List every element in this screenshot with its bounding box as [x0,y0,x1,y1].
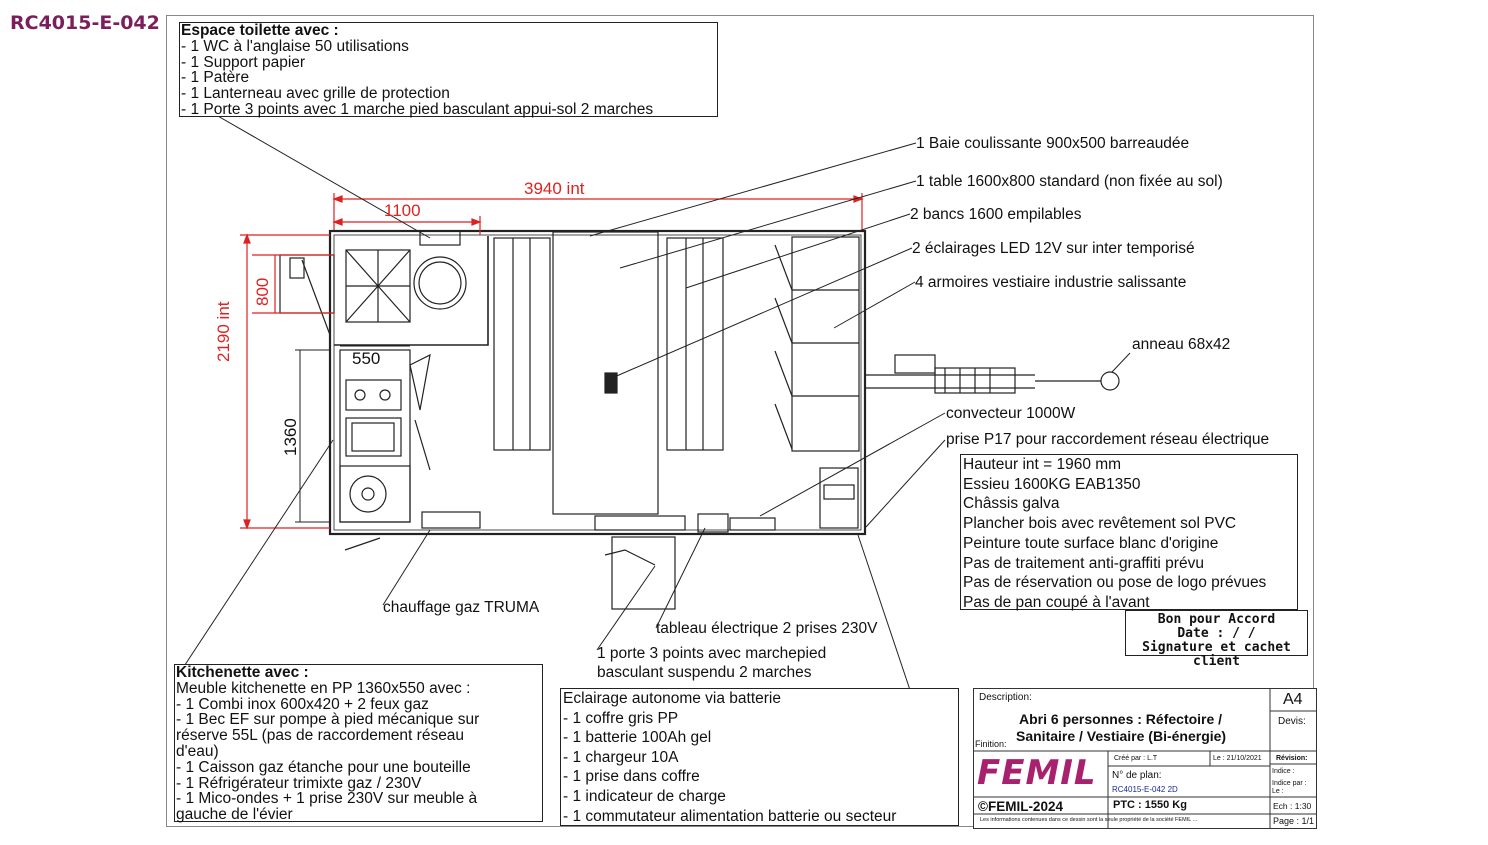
callout-tableau: tableau électrique 2 prises 230V [656,620,878,637]
ptc-weight: PTC : 1550 Kg [1113,799,1187,811]
callout-armoires: 4 armoires vestiaire industrie salissant… [915,274,1187,291]
format-label: A4 [1283,691,1303,708]
plan-number: RC4015-E-042 2D [1112,785,1178,794]
battery-line: - 1 commutateur alimentation batterie ou… [563,807,897,825]
battery-line: - 1 coffre gris PP [563,709,679,727]
approval-date: Date : / / [1177,626,1256,641]
legal-notice: Les informations contenues dans ce dessi… [980,817,1198,823]
callout-table: 1 table 1600x800 standard (non fixée au … [916,173,1223,190]
dim-toilet-width: 1100 [384,201,421,220]
specs-box: Hauteur int = 1960 mm Essieu 1600KG EAB1… [960,454,1298,611]
spec-line: Châssis galva [963,495,1060,513]
kitchen-box-title: Kitchenette avec : [176,664,309,681]
page-label: Page : 1/1 [1273,816,1315,826]
battery-line: - 1 indicateur de charge [563,787,726,805]
toilet-line: - 1 Lanterneau avec grille de protection [181,85,450,103]
kitchen-spec-box: Kitchenette avec : Meuble kitchenette en… [174,664,543,822]
shelter-outline [328,229,867,536]
kitchen-line: - 1 Réfrigérateur trimixte gaz / 230V [176,774,422,792]
battery-cabinet [819,467,859,529]
plan-number-label: N° de plan: [1112,770,1162,781]
document-reference: RC4015-E-042 [10,12,160,34]
convector [729,517,776,531]
kitchen-line: d'eau) [176,742,219,760]
dim-width-int: 2190 int [214,301,233,363]
truma-heater [421,511,481,529]
kitchen-line: - 1 Bec EF sur pompe à pied mécanique su… [176,711,480,729]
kitchen-line: - 1 Mico-ondes + 1 prise 230V sur meuble… [176,790,478,808]
tow-bar [866,374,1035,389]
femil-logo: FEMIL [977,753,1097,793]
indice-par-label: Indice par : [1272,780,1307,787]
finition-label: Finition: [975,739,1007,749]
toilet-line: - 1 Patère [181,69,250,87]
toilet-line: - 1 Support papier [181,53,306,71]
kitchen-line: Meuble kitchenette en PP 1360x550 avec : [176,679,471,697]
dim-length-int: 3940 int [524,179,585,198]
battery-line: - 1 prise dans coffre [563,768,700,786]
callout-eclairages: 2 éclairages LED 12V sur inter temporisé [912,240,1195,257]
spec-line: Pas de traitement anti-graffiti prévu [963,554,1204,572]
entrance-door [594,515,686,531]
toilet-partition [334,236,489,346]
kitchen-line: gauche de l'évier [176,806,293,824]
title-block-grid [974,689,1316,828]
spec-line: Pas de pan coupé à l'avant [963,593,1150,611]
le-label: Le : [1272,788,1284,795]
electrical-panel [697,513,729,533]
callout-prise: prise P17 pour raccordement réseau élect… [946,431,1270,448]
toilet-spec-box: Espace toilette avec : - 1 WC à l'anglai… [179,22,718,117]
created-by: Créé par : L.T [1114,755,1158,762]
battery-line: - 1 batterie 100Ah gel [563,729,712,747]
spec-line: Essieu 1600KG EAB1350 [963,475,1141,493]
callout-porte-2: basculant suspendu 2 marches [597,664,812,681]
spec-line: Hauteur int = 1960 mm [963,456,1122,473]
callout-bancs: 2 bancs 1600 empilables [910,206,1082,223]
date-created: Le : 21/10/2021 [1213,755,1262,762]
kitchen-line: - 1 Caisson gaz étanche pour une bouteil… [176,758,471,776]
battery-line: - 1 chargeur 10A [563,748,679,766]
window-800 [279,254,335,314]
callout-porte-1: 1 porte 3 points avec marchepied [597,645,827,662]
drawing-frame [166,15,1314,827]
bench-2 [666,237,724,451]
tow-ring [1100,371,1120,391]
toilet-line: - 1 WC à l'anglaise 50 utilisations [181,37,409,55]
callout-baie: 1 Baie coulissante 900x500 barreaudée [916,135,1190,152]
description-line-1: Abri 6 personnes : Réfectoire / [1019,711,1223,727]
spec-line: Pas de réservation ou pose de logo prévu… [963,574,1267,592]
approval-box: Bon pour Accord Date : / / Signature et … [1125,610,1308,669]
spec-line: Plancher bois avec revêtement sol PVC [963,515,1237,533]
wc-circle [413,256,467,310]
battery-line: Eclairage autonome via batterie [563,690,781,707]
indice-label: Indice : [1272,768,1295,775]
dim-window: 800 [253,277,272,306]
toilet-line: - 1 Porte 3 points avec 1 marche pied ba… [181,100,654,118]
copyright: ©FEMIL-2024 [978,799,1063,814]
callout-convecteur: convecteur 1000W [946,405,1076,422]
dim-kitchen-length: 1360 [281,418,300,456]
description-line-2: Sanitaire / Vestiaire (Bi-énergie) [1016,728,1227,744]
callout-anneau: anneau 68x42 [1132,336,1231,353]
spec-line: Peinture toute surface blanc d'origine [963,534,1219,552]
lockers [791,236,860,452]
description-label: Description: [979,692,1032,703]
lanterneau [419,230,461,246]
callout-chauffage: chauffage gaz TRUMA [383,599,540,616]
approval-line-1: Bon pour Accord [1157,612,1276,627]
kitchen-line: réserve 55L (pas de raccordement réseau [176,727,465,745]
scale-label: Ech : 1:30 [1273,801,1312,811]
toilet-box-title: Espace toilette avec : [181,22,339,39]
title-block: Description: Finition: Abri 6 personnes … [973,688,1317,829]
battery-spec-box: Eclairage autonome via batterie - 1 coff… [560,688,959,826]
bench-1 [493,237,551,451]
approval-signature: Signature et cachet client [1142,640,1291,669]
kitchen-line: - 1 Combi inox 600x420 + 2 feux gaz [176,695,429,713]
revision-label: Révision: [1276,755,1308,762]
dim-kitchen-depth: 550 [352,349,381,368]
devis-label: Devis: [1278,716,1306,727]
